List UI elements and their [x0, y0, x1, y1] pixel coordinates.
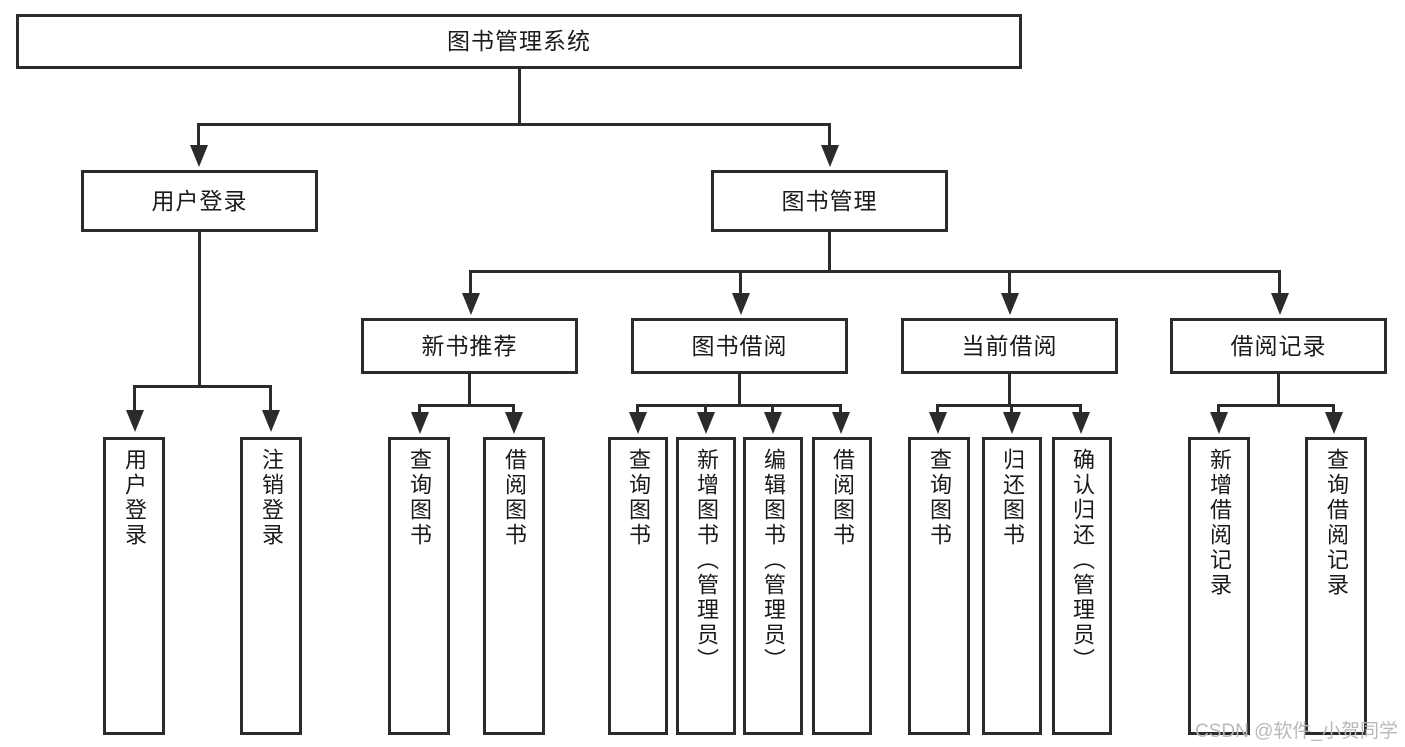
arrowhead-leaf-edit-book-admin	[764, 412, 782, 434]
leaf-add-book-admin[interactable]: 新增图书（管理员）	[676, 437, 736, 735]
leaf-label: 确认归还（管理员）	[1070, 448, 1095, 673]
node-label: 图书借阅	[691, 332, 788, 359]
connector-book-borrow-drop-1	[636, 404, 639, 414]
connector-user-login-drop-2	[269, 385, 272, 412]
leaf-label: 查询图书	[407, 448, 432, 548]
connector-to-book-borrow	[739, 270, 742, 295]
leaf-query-book-3[interactable]: 查询图书	[908, 437, 970, 735]
arrowhead-borrow-record	[1271, 293, 1289, 315]
connector-book-borrow-bar	[636, 404, 842, 407]
node-root-book-management-system[interactable]: 图书管理系统	[16, 14, 1022, 69]
connector-new-book-bar	[418, 404, 515, 407]
connector-book-manage-bar	[469, 270, 1281, 273]
arrowhead-leaf-add-book-admin	[697, 412, 715, 434]
connector-to-book-manage	[828, 123, 831, 148]
node-book-borrow[interactable]: 图书借阅	[631, 318, 848, 374]
leaf-label: 新增借阅记录	[1207, 448, 1232, 598]
connector-new-book-drop-1	[418, 404, 421, 414]
node-borrow-record[interactable]: 借阅记录	[1170, 318, 1387, 374]
connector-user-login-stem	[198, 232, 201, 388]
arrowhead-leaf-query-book-1	[411, 412, 429, 434]
node-user-login[interactable]: 用户登录	[81, 170, 318, 232]
leaf-label: 编辑图书（管理员）	[761, 448, 786, 673]
leaf-query-borrow-record[interactable]: 查询借阅记录	[1305, 437, 1367, 735]
leaf-label: 查询借阅记录	[1324, 448, 1349, 598]
connector-to-user-login	[197, 123, 200, 148]
node-new-book-recommend[interactable]: 新书推荐	[361, 318, 578, 374]
connector-new-book-stem	[468, 374, 471, 406]
leaf-label: 用户登录	[122, 448, 147, 548]
arrowhead-leaf-query-borrow-rec	[1325, 412, 1343, 434]
connector-user-login-drop-1	[133, 385, 136, 412]
connector-current-borrow-drop-2	[1010, 404, 1013, 414]
leaf-query-book-2[interactable]: 查询图书	[608, 437, 668, 735]
node-label: 图书管理	[781, 187, 878, 214]
arrowhead-leaf-user-logout	[262, 410, 280, 432]
arrowhead-leaf-query-book-2	[629, 412, 647, 434]
leaf-add-borrow-record[interactable]: 新增借阅记录	[1188, 437, 1250, 735]
leaf-query-book-1[interactable]: 查询图书	[388, 437, 450, 735]
leaf-user-login[interactable]: 用户登录	[103, 437, 165, 735]
connector-current-borrow-bar	[936, 404, 1082, 407]
connector-to-borrow-record	[1278, 270, 1281, 295]
connector-book-borrow-drop-3	[771, 404, 774, 414]
leaf-label: 新增图书（管理员）	[694, 448, 719, 673]
leaf-label: 借阅图书	[502, 448, 527, 548]
connector-current-borrow-drop-1	[936, 404, 939, 414]
arrowhead-leaf-add-borrow-rec	[1210, 412, 1228, 434]
leaf-label: 查询图书	[626, 448, 651, 548]
arrowhead-new-book-recommend	[462, 293, 480, 315]
connector-book-borrow-drop-2	[704, 404, 707, 414]
leaf-user-logout[interactable]: 注销登录	[240, 437, 302, 735]
connector-current-borrow-drop-3	[1079, 404, 1082, 414]
arrowhead-book-borrow	[732, 293, 750, 315]
leaf-label: 归还图书	[1000, 448, 1025, 548]
node-label: 当前借阅	[961, 332, 1058, 359]
connector-book-borrow-stem	[738, 374, 741, 406]
arrowhead-leaf-query-book-3	[929, 412, 947, 434]
connector-borrow-record-drop-2	[1332, 404, 1335, 414]
connector-book-manage-stem	[828, 232, 831, 272]
node-label: 用户登录	[151, 187, 248, 214]
connector-to-current-borrow	[1008, 270, 1011, 295]
leaf-label: 注销登录	[259, 448, 284, 548]
leaf-label: 借阅图书	[830, 448, 855, 548]
connector-new-book-drop-2	[512, 404, 515, 414]
connector-borrow-record-drop-1	[1217, 404, 1220, 414]
arrowhead-user-login	[190, 145, 208, 167]
connector-level2-bar	[197, 123, 831, 126]
arrowhead-current-borrow	[1001, 293, 1019, 315]
leaf-borrow-book-2[interactable]: 借阅图书	[812, 437, 872, 735]
leaf-confirm-return[interactable]: 确认归还（管理员）	[1052, 437, 1112, 735]
node-label: 图书管理系统	[447, 28, 591, 55]
arrowhead-leaf-borrow-book-2	[832, 412, 850, 434]
leaf-edit-book-admin[interactable]: 编辑图书（管理员）	[743, 437, 803, 735]
arrowhead-leaf-confirm-return	[1072, 412, 1090, 434]
connector-current-borrow-stem	[1008, 374, 1011, 406]
leaf-label: 查询图书	[927, 448, 952, 548]
csdn-watermark: CSDN @软件_小贺同学	[1195, 721, 1398, 742]
node-book-management[interactable]: 图书管理	[711, 170, 948, 232]
connector-borrow-record-bar	[1217, 404, 1335, 407]
connector-book-borrow-drop-4	[839, 404, 842, 414]
connector-user-login-bar	[133, 385, 269, 388]
connector-root-stem	[518, 69, 521, 123]
leaf-borrow-book-1[interactable]: 借阅图书	[483, 437, 545, 735]
node-label: 借阅记录	[1230, 332, 1327, 359]
leaf-return-book[interactable]: 归还图书	[982, 437, 1042, 735]
arrowhead-book-manage	[821, 145, 839, 167]
node-current-borrow[interactable]: 当前借阅	[901, 318, 1118, 374]
connector-borrow-record-stem	[1277, 374, 1280, 406]
arrowhead-leaf-return-book	[1003, 412, 1021, 434]
node-label: 新书推荐	[421, 332, 518, 359]
connector-to-new-book-recommend	[469, 270, 472, 295]
arrowhead-leaf-borrow-book-1	[505, 412, 523, 434]
arrowhead-leaf-user-login	[126, 410, 144, 432]
